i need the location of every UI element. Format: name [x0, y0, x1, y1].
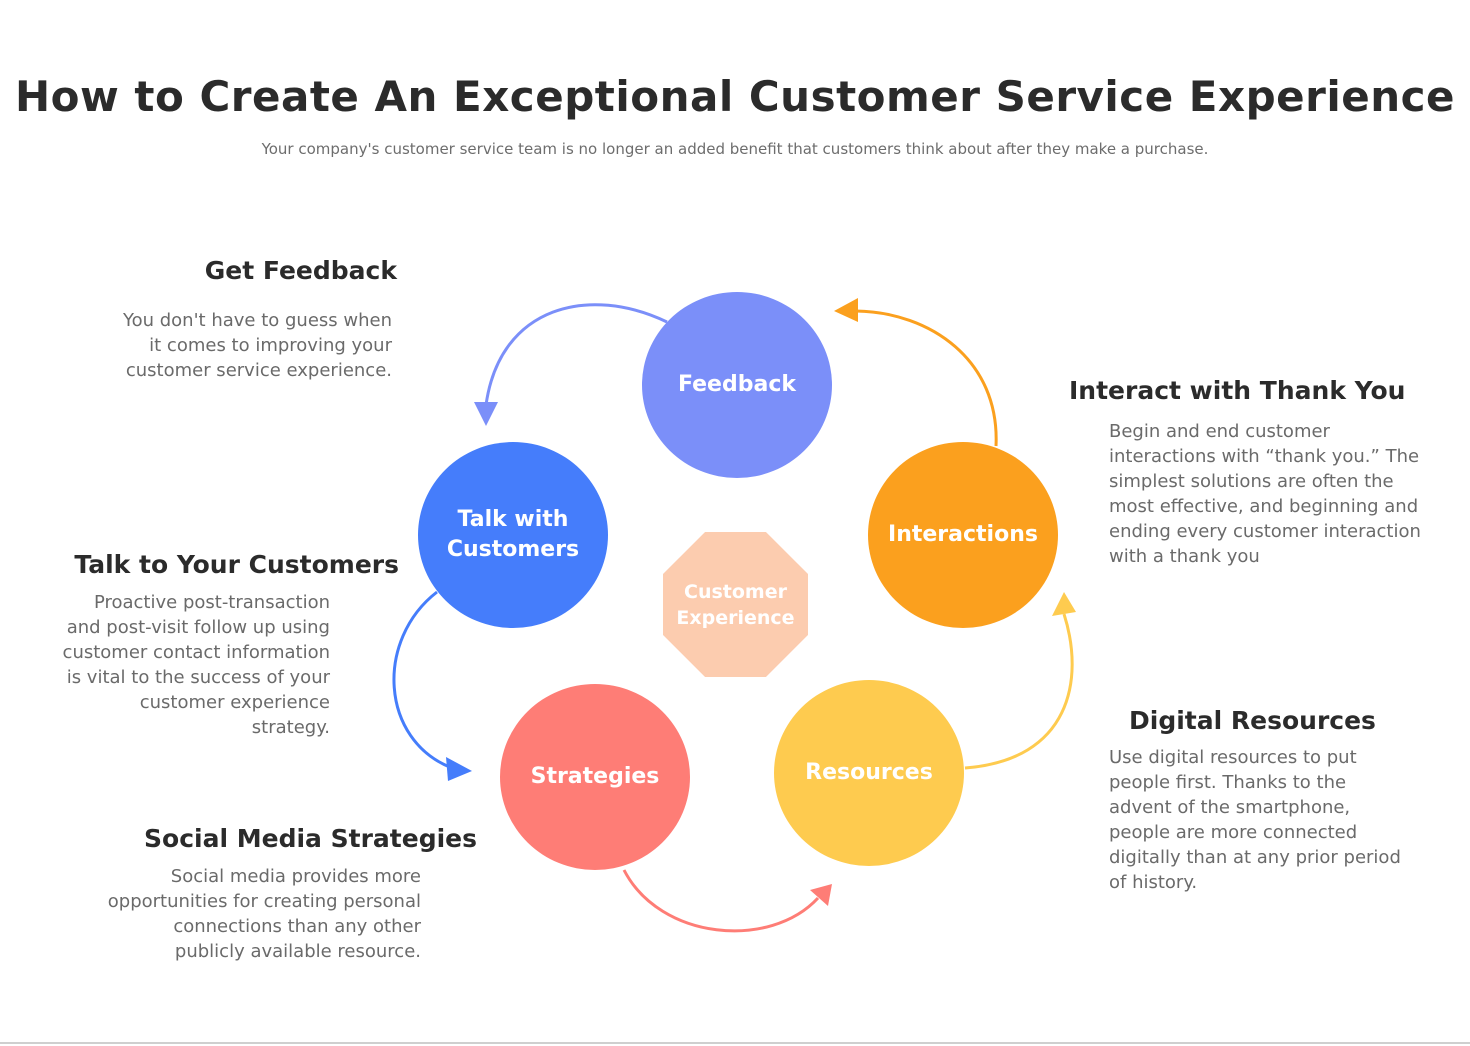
page-title: How to Create An Exceptional Customer Se…: [14, 72, 1456, 121]
center-label: Customer Experience: [676, 580, 795, 629]
desc-get-feedback: You don't have to guess when it comes to…: [123, 310, 392, 381]
heading-social-media: Social Media Strategies: [144, 824, 477, 853]
arrowhead-resources-to-interactions: [1052, 592, 1076, 616]
arrowhead-feedback-to-talk: [474, 402, 498, 426]
arrow-feedback-to-talk: [484, 303, 668, 406]
desc-social-media: Social media provides more opportunities…: [107, 866, 421, 962]
arrow-interactions-to-feedback: [855, 309, 998, 447]
node-talk-label: Talk with Customers: [446, 507, 580, 562]
desc-interact-thank-you: Begin and end customer interactions with…: [1109, 421, 1421, 567]
node-interactions-label: Interactions: [888, 522, 1038, 547]
node-talk-with-customers: Talk with Customers: [418, 442, 608, 628]
node-resources-label: Resources: [805, 760, 933, 785]
heading-get-feedback: Get Feedback: [204, 256, 397, 285]
arrow-strategies-to-resources: [622, 869, 820, 933]
node-resources: Resources: [774, 680, 964, 866]
footer-divider: [0, 1042, 1470, 1044]
page-subtitle: Your company's customer service team is …: [261, 140, 1209, 158]
desc-talk-to-customers: Proactive post-transaction and post-visi…: [62, 592, 330, 738]
heading-interact-thank-you: Interact with Thank You: [1069, 376, 1406, 405]
arrow-talk-to-strategies: [392, 590, 453, 770]
node-interactions: Interactions: [868, 442, 1058, 628]
heading-digital-resources: Digital Resources: [1129, 706, 1376, 735]
heading-talk-to-customers: Talk to Your Customers: [74, 550, 399, 579]
node-feedback: Feedback: [642, 292, 832, 478]
desc-digital-resources: Use digital resources to put people firs…: [1109, 747, 1401, 893]
node-strategies: Strategies: [500, 684, 690, 870]
node-strategies-label: Strategies: [530, 764, 660, 789]
arrowhead-strategies-to-resources: [810, 884, 832, 906]
arrowhead-interactions-to-feedback: [834, 298, 858, 322]
center-customer-experience: Customer Experience: [663, 532, 808, 677]
arrow-resources-to-interactions: [964, 613, 1074, 770]
node-feedback-label: Feedback: [678, 372, 796, 397]
arrowhead-talk-to-strategies: [446, 757, 472, 781]
